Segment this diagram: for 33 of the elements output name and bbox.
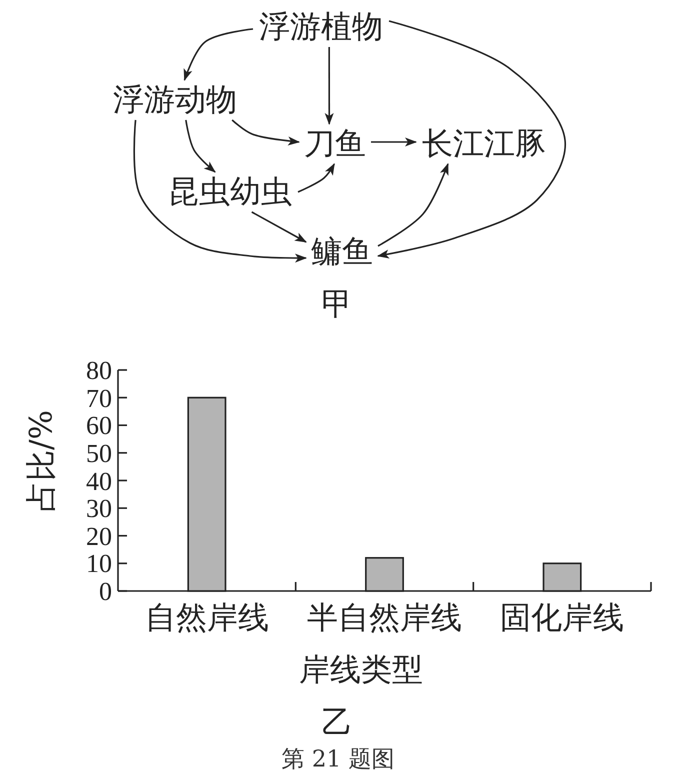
tick-label: 80 — [85, 358, 112, 382]
tick-label: 10 — [85, 551, 112, 576]
tick-label: 0 — [98, 579, 112, 603]
arrow — [324, 47, 334, 125]
arrow — [298, 163, 335, 193]
axis-title: 占比/% — [26, 410, 58, 512]
organism-label: 刀鱼 — [299, 124, 371, 164]
tick-label: 40 — [85, 468, 112, 492]
category-label: 自然岸线 — [144, 603, 269, 634]
category-label: 半自然岸线 — [307, 603, 462, 634]
arrow — [378, 163, 449, 247]
tick-label: 50 — [85, 440, 112, 465]
category-label: 固化岸线 — [500, 603, 624, 634]
panel-label: 甲 — [322, 290, 352, 320]
organism-label: 长江江豚 — [416, 124, 552, 164]
arrow — [185, 120, 216, 173]
arrow — [133, 120, 307, 263]
panel-label: 乙 — [322, 708, 352, 738]
organism-label: 浮游植物 — [253, 7, 389, 47]
organism-label: 鳙鱼 — [306, 232, 378, 272]
tick-label: 60 — [85, 413, 112, 438]
organism-label: 昆虫幼虫 — [162, 172, 298, 212]
axis-title: 岸线类型 — [299, 655, 423, 686]
arrow — [232, 119, 300, 146]
tick-label: 70 — [85, 386, 112, 410]
arrow — [371, 138, 417, 146]
arrow — [251, 211, 307, 243]
tick-label: 30 — [85, 496, 112, 520]
organism-label: 浮游动物 — [107, 80, 243, 120]
tick-label: 20 — [85, 524, 112, 548]
figure-caption: 第 21 题图 — [282, 748, 394, 772]
arrow — [184, 28, 254, 81]
arrow — [377, 20, 566, 258]
